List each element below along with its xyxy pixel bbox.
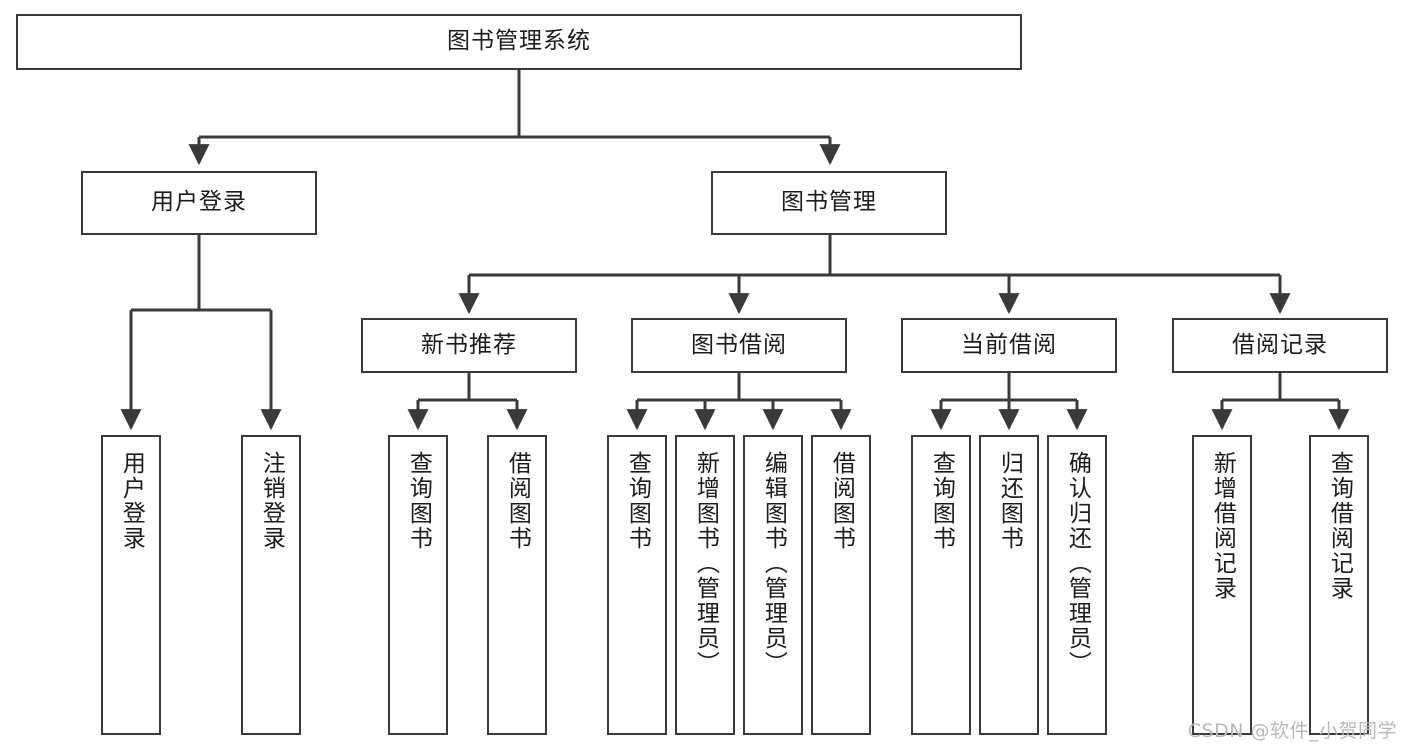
node-current-borrow[interactable]: 当前借阅	[901, 318, 1117, 373]
csdn-watermark: CSDN @软件_小贺同学	[1187, 720, 1397, 742]
node-label: 借阅记录	[1232, 331, 1328, 358]
leaf-user-login-login[interactable]: 用户登录	[101, 435, 161, 735]
node-label: 查询图书	[928, 451, 955, 551]
leaf-book-borrow-borrow[interactable]: 借阅图书	[811, 435, 871, 735]
leaf-book-borrow-edit[interactable]: 编辑图书（管理员）	[743, 435, 803, 735]
node-label: 查询图书	[624, 451, 651, 551]
node-label: 图书管理	[781, 189, 877, 216]
leaf-book-borrow-query[interactable]: 查询图书	[607, 435, 667, 735]
node-label: 编辑图书（管理员）	[760, 451, 787, 676]
leaf-borrow-record-add[interactable]: 新增借阅记录	[1192, 435, 1252, 735]
leaf-user-login-logout[interactable]: 注销登录	[241, 435, 301, 735]
leaf-borrow-record-query[interactable]: 查询借阅记录	[1309, 435, 1369, 735]
leaf-current-borrow-return[interactable]: 归还图书	[979, 435, 1039, 735]
node-label: 图书借阅	[691, 331, 787, 358]
node-label: 新增图书（管理员）	[692, 451, 719, 676]
leaf-book-borrow-add[interactable]: 新增图书（管理员）	[675, 435, 735, 735]
node-label: 查询借阅记录	[1326, 451, 1353, 601]
leaf-current-borrow-confirm-return[interactable]: 确认归还（管理员）	[1047, 435, 1107, 735]
node-new-book-recommend[interactable]: 新书推荐	[361, 318, 577, 373]
node-label: 新增借阅记录	[1209, 451, 1236, 601]
node-label: 用户登录	[151, 189, 247, 216]
node-label: 图书管理系统	[447, 28, 591, 55]
node-borrow-record[interactable]: 借阅记录	[1172, 318, 1388, 373]
leaf-current-borrow-query[interactable]: 查询图书	[911, 435, 971, 735]
leaf-new-book-query[interactable]: 查询图书	[388, 435, 448, 735]
node-book-borrow[interactable]: 图书借阅	[631, 318, 847, 373]
node-label: 注销登录	[258, 451, 285, 551]
node-label: 归还图书	[996, 451, 1023, 551]
node-label: 借阅图书	[504, 451, 531, 551]
node-label: 查询图书	[405, 451, 432, 551]
leaf-new-book-borrow[interactable]: 借阅图书	[487, 435, 547, 735]
node-root-book-management-system[interactable]: 图书管理系统	[16, 14, 1022, 70]
node-book-management[interactable]: 图书管理	[711, 171, 947, 235]
node-label: 确认归还（管理员）	[1064, 451, 1091, 676]
node-label: 新书推荐	[421, 331, 517, 358]
node-label: 借阅图书	[828, 451, 855, 551]
node-label: 用户登录	[118, 451, 145, 551]
node-user-login[interactable]: 用户登录	[81, 171, 317, 235]
node-label: 当前借阅	[961, 331, 1057, 358]
